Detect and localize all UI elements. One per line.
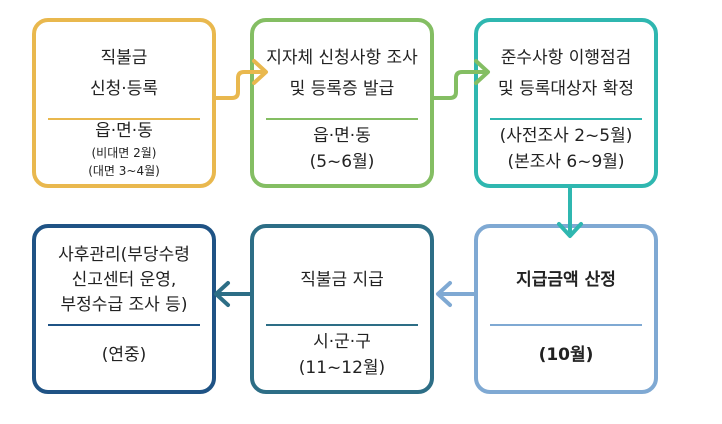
step-5-detail-line-1: 시·군·구: [313, 332, 371, 352]
step-1-title-line-1: 직불금: [100, 48, 148, 68]
step-4-title: 지급금액 산정: [490, 236, 642, 324]
step-5-divider: [266, 324, 418, 326]
step-3-detail: (사전조사 2~5월) (본조사 6~9월): [484, 122, 648, 176]
step-5-title: 직불금 지급: [266, 236, 418, 324]
step-4-divider: [490, 324, 642, 326]
step-6-detail: (연중): [42, 328, 206, 382]
step-1-divider: [48, 118, 200, 120]
step-4-box: 지급금액 산정 (10월): [474, 224, 658, 394]
step-3-title-line-1: 준수사항 이행점검: [500, 48, 632, 68]
step-3-title-line-2: 및 등록대상자 확정: [498, 79, 634, 99]
step-2-title: 지자체 신청사항 조사 및 등록증 발급: [266, 30, 418, 118]
step-6-title-line-2: 신고센터 운영,: [71, 269, 177, 290]
step-3-box: 준수사항 이행점검 및 등록대상자 확정 (사전조사 2~5월) (본조사 6~…: [474, 18, 658, 188]
step-1-detail-line-2: (비대면 2월): [91, 146, 157, 160]
step-1-detail: 읍·면·동 (비대면 2월) (대면 3~4월): [42, 121, 206, 178]
step-2-detail-line-1: 읍·면·동: [313, 126, 371, 146]
step-6-title: 사후관리(부당수령 신고센터 운영, 부정수급 조사 등): [48, 236, 200, 324]
step-3-detail-line-2: (본조사 6~9월): [507, 152, 625, 172]
step-5-box: 직불금 지급 시·군·구 (11~12월): [250, 224, 434, 394]
arrow-step3-to-step4-head: [557, 222, 583, 238]
step-3-detail-line-1: (사전조사 2~5월): [499, 126, 633, 146]
step-6-title-line-1: 사후관리(부당수령: [58, 244, 190, 265]
step-2-detail: 읍·면·동 (5~6월): [260, 122, 424, 176]
step-4-detail-line-1: (10월): [538, 345, 594, 365]
step-1-detail-line-3: (대면 3~4월): [88, 164, 160, 178]
step-1-box: 직불금 신청·등록 읍·면·동 (비대면 2월) (대면 3~4월): [32, 18, 216, 188]
step-1-title: 직불금 신청·등록: [48, 30, 200, 118]
arrow-step2-to-step3-head: [474, 59, 490, 85]
arrow-step5-to-step6-head: [214, 281, 230, 307]
step-1-title-line-2: 신청·등록: [90, 79, 158, 99]
step-6-title-line-3: 부정수급 조사 등): [60, 294, 188, 315]
step-6-divider: [48, 324, 200, 326]
step-5-detail: 시·군·구 (11~12월): [260, 328, 424, 382]
step-2-divider: [266, 118, 418, 120]
step-2-box: 지자체 신청사항 조사 및 등록증 발급 읍·면·동 (5~6월): [250, 18, 434, 188]
step-2-title-line-1: 지자체 신청사항 조사: [266, 48, 418, 68]
arrow-step2-to-step3: [432, 70, 488, 100]
step-3-title: 준수사항 이행점검 및 등록대상자 확정: [490, 30, 642, 118]
step-1-detail-line-1: 읍·면·동: [95, 121, 153, 141]
step-4-title-line-1: 지급금액 산정: [516, 269, 616, 290]
step-5-title-line-1: 직불금 지급: [300, 269, 384, 290]
step-2-title-line-2: 및 등록증 발급: [289, 79, 395, 99]
step-2-detail-line-2: (5~6월): [309, 152, 375, 172]
step-5-detail-line-2: (11~12월): [298, 358, 386, 378]
arrow-step1-to-step2: [214, 70, 266, 100]
step-4-detail: (10월): [484, 328, 648, 382]
arrow-step1-to-step2-head: [252, 59, 268, 85]
step-3-divider: [490, 118, 642, 120]
arrow-step4-to-step5-head: [436, 281, 452, 307]
step-6-detail-line-1: (연중): [101, 345, 147, 365]
step-6-box: 사후관리(부당수령 신고센터 운영, 부정수급 조사 등) (연중): [32, 224, 216, 394]
